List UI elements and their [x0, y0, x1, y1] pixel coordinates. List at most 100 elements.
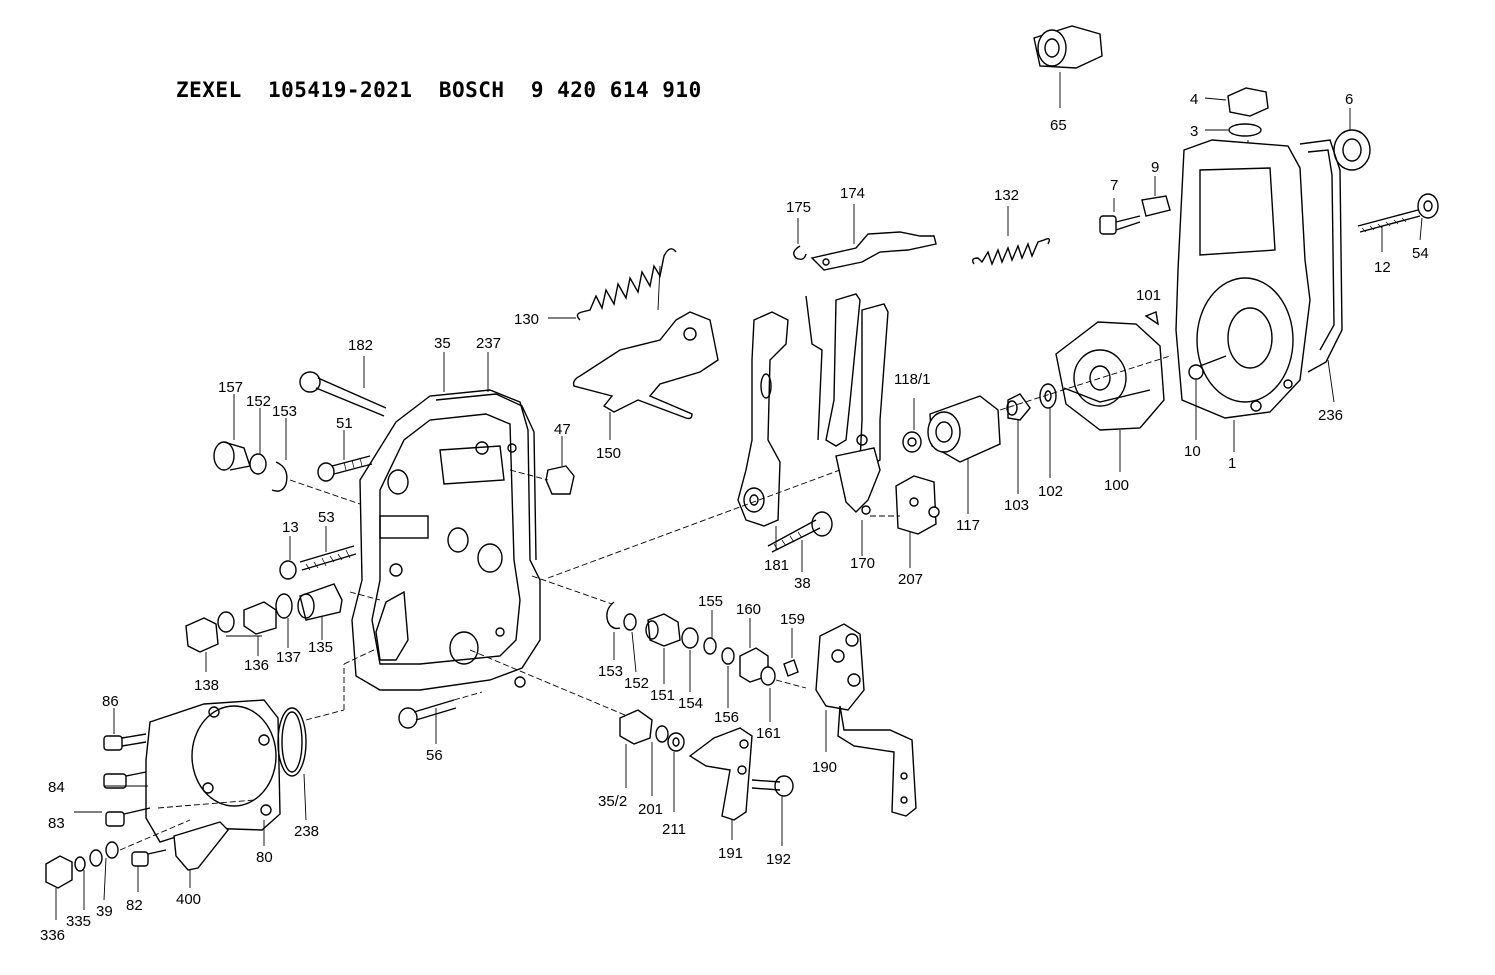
label-152b: 152	[624, 675, 649, 692]
part-12-stud	[1357, 209, 1421, 252]
part-153-clip-a	[271, 418, 288, 492]
label-84: 84	[48, 779, 65, 796]
label-157: 157	[218, 379, 243, 396]
part-150-lever-shaft	[572, 311, 719, 440]
label-118-1: 118/1	[894, 371, 930, 388]
label-335: 335	[66, 913, 91, 930]
label-336: 336	[40, 927, 65, 944]
part-201-oring	[651, 725, 669, 796]
label-38: 38	[794, 575, 811, 592]
part-336-nut	[45, 855, 73, 920]
label-182: 182	[348, 337, 373, 354]
part-54-nut	[1417, 193, 1439, 241]
part-132-spring	[971, 206, 1051, 266]
label-161: 161	[756, 725, 781, 742]
label-12: 12	[1374, 259, 1391, 276]
label-6: 6	[1345, 91, 1353, 108]
part-38-bolt	[767, 511, 833, 572]
label-13: 13	[282, 519, 299, 536]
part-100-flyweight	[1055, 321, 1165, 472]
label-132: 132	[994, 187, 1019, 204]
label-207: 207	[898, 571, 923, 588]
label-83: 83	[48, 815, 65, 832]
label-152a: 152	[246, 393, 271, 410]
part-135-valve	[297, 583, 343, 640]
label-103: 103	[1004, 497, 1029, 514]
part-35-governor-cover	[351, 389, 541, 691]
part-191-lever	[688, 727, 753, 840]
label-47: 47	[554, 421, 571, 438]
label-190: 190	[812, 759, 837, 776]
label-86: 86	[102, 693, 119, 710]
part-400-bracket	[173, 821, 229, 888]
part-192-bolt	[751, 775, 794, 846]
part-238-oring	[277, 707, 307, 821]
label-39: 39	[96, 903, 113, 920]
part-154-spring	[681, 627, 699, 692]
label-35-2: 35/2	[598, 793, 627, 810]
part-182-bolt	[299, 356, 387, 417]
label-4: 4	[1190, 91, 1198, 108]
part-51-bolt	[317, 430, 373, 482]
part-156-seat	[721, 647, 735, 708]
part-101-key	[1144, 311, 1159, 326]
label-192: 192	[766, 851, 791, 868]
part-130-spring	[548, 248, 677, 321]
label-211: 211	[662, 821, 686, 838]
label-153b: 153	[598, 663, 623, 680]
part-65-nut	[1033, 25, 1103, 108]
part-13-nut	[279, 536, 297, 580]
part-39-washer	[103, 841, 119, 901]
label-155: 155	[698, 593, 723, 610]
part-237-gasket	[435, 393, 537, 561]
label-1: 1	[1228, 455, 1236, 472]
label-102: 102	[1038, 483, 1063, 500]
part-136-valve	[217, 601, 277, 656]
part-335-washer	[74, 849, 103, 910]
label-201: 201	[638, 801, 663, 818]
label-10: 10	[1184, 443, 1201, 460]
label-130: 130	[514, 311, 539, 328]
part-6-plug	[1333, 108, 1371, 171]
label-51: 51	[336, 415, 353, 432]
part-10-screw	[1188, 355, 1227, 440]
part-151-sleeve	[645, 613, 681, 684]
part-155-washer	[703, 610, 717, 655]
label-181: 181	[764, 557, 789, 574]
label-154: 154	[678, 695, 703, 712]
part-82-bolt	[131, 849, 167, 892]
label-153a: 153	[272, 403, 297, 420]
part-207-block	[895, 475, 940, 568]
part-102-washer	[1039, 383, 1057, 478]
label-170: 170	[850, 555, 875, 572]
label-159: 159	[780, 611, 805, 628]
part-159-pin	[783, 628, 799, 677]
label-156: 156	[714, 709, 739, 726]
label-174: 174	[840, 185, 865, 202]
label-136: 136	[244, 657, 269, 674]
label-135: 135	[308, 639, 333, 656]
part-170-lever	[805, 293, 889, 556]
part-181-lever	[737, 311, 789, 550]
part-86-bolt	[103, 708, 147, 751]
label-7: 7	[1110, 177, 1118, 194]
part-7-screw	[1099, 198, 1141, 235]
label-150: 150	[596, 445, 621, 462]
part-1-pump-housing	[1175, 139, 1311, 419]
part-47-plug	[545, 436, 575, 495]
label-237: 237	[476, 335, 501, 352]
part-117-sleeve	[927, 395, 1001, 514]
label-138: 138	[194, 677, 219, 694]
label-117: 117	[956, 517, 980, 534]
part-174-lever	[810, 204, 937, 271]
part-118-1-washer	[902, 398, 922, 453]
label-101: 101	[1136, 287, 1161, 304]
part-83-bolt	[74, 807, 151, 827]
part-161-washer	[760, 666, 776, 722]
label-3: 3	[1190, 123, 1198, 140]
part-56-bolt	[398, 699, 457, 744]
label-9: 9	[1151, 159, 1159, 176]
part-9-bracket	[1141, 176, 1171, 217]
label-175: 175	[786, 199, 811, 216]
